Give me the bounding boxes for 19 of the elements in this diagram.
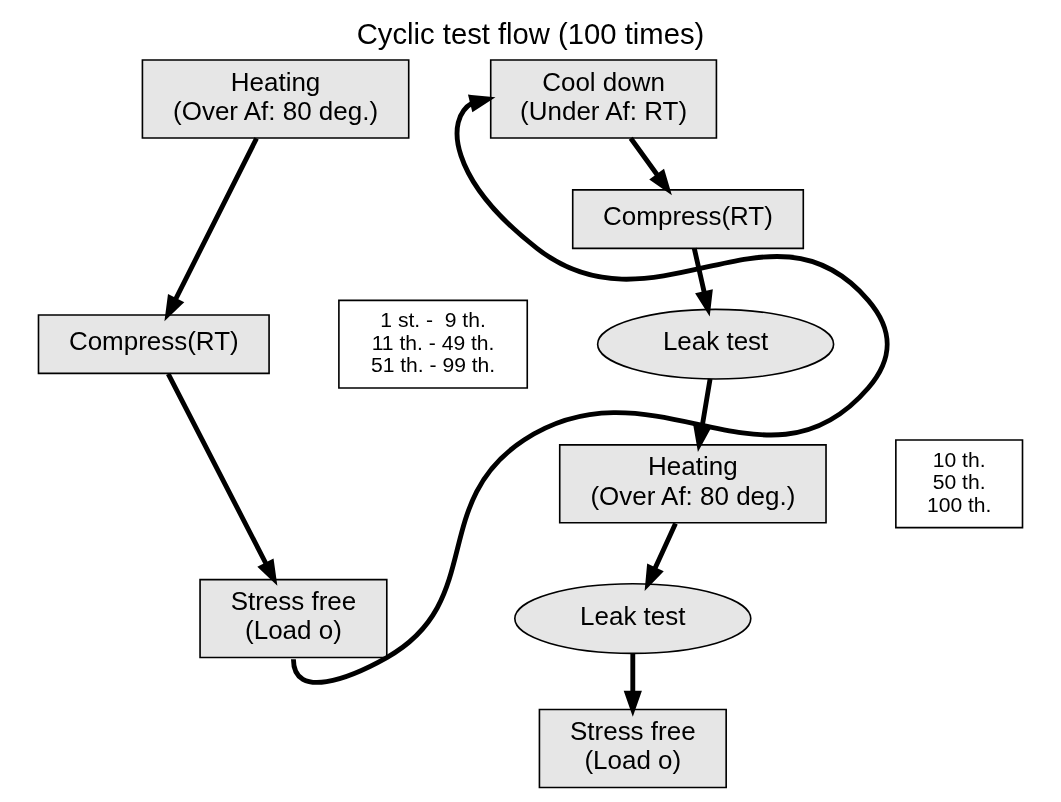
node-box: Stress free (Load o)	[199, 578, 388, 659]
arrow	[623, 653, 642, 717]
node-box: Heating (Over Af: 80 deg.)	[558, 444, 827, 524]
arrow	[693, 378, 713, 452]
node-box: Cool down (Under Af: RT)	[489, 59, 718, 139]
node-box: 10 th. 50 th. 100 th.	[895, 439, 1024, 529]
arrow	[628, 136, 672, 196]
arrow	[166, 372, 278, 586]
diagram-title: Cyclic test flow (100 times)	[356, 18, 705, 51]
node-ellipse: Leak test	[596, 308, 835, 380]
node-box: Heating (Over Af: 80 deg.)	[141, 59, 410, 139]
node-box: Compress(RT)	[571, 189, 805, 250]
node-ellipse: Leak test	[514, 583, 752, 655]
node-box: Stress free (Load o)	[538, 708, 727, 789]
arrow	[164, 137, 259, 322]
arrow	[691, 247, 713, 317]
arrow	[644, 522, 678, 592]
node-box: 1 st. - 9 th. 11 th. - 49 th. 51 th. - 99 th.	[338, 299, 529, 389]
node-box: Compress(RT)	[37, 314, 270, 375]
